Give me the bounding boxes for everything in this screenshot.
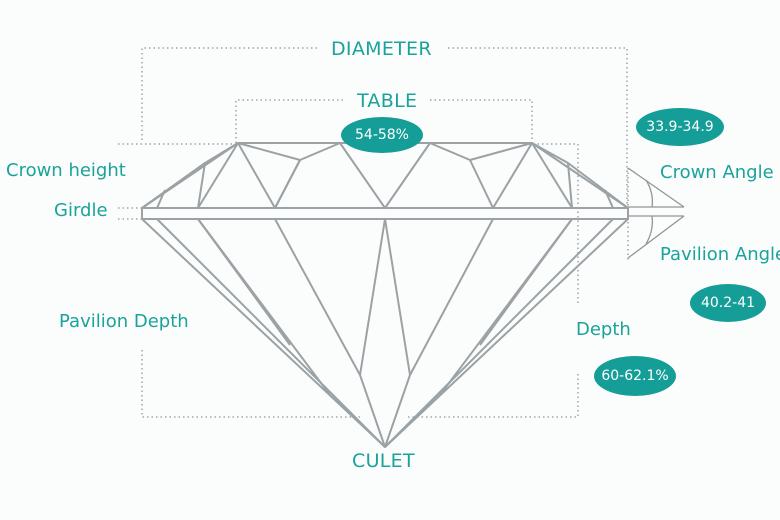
girdle-band: [141, 207, 629, 220]
crown-facet: [197, 162, 206, 209]
pavilion-facet: [479, 218, 573, 346]
dimension-guides: [118, 47, 628, 418]
crown-angle-label: Crown Angle: [660, 162, 774, 183]
table-value-badge: 54-58%: [341, 117, 423, 153]
crown-facet: [604, 189, 614, 209]
pavilion-facet: [384, 218, 614, 448]
pavilion-outline: [141, 218, 629, 448]
crown-facet: [492, 142, 573, 209]
crown-angle-ray: [627, 167, 685, 208]
pavilion-facet: [384, 218, 573, 448]
pavilion-facet: [274, 218, 386, 448]
pavilion-angle-ray: [627, 215, 685, 259]
pavilion-facet: [384, 218, 494, 448]
pavilion-facet: [197, 218, 386, 448]
pavilion-angle-label: Pavilion Angle: [660, 244, 780, 265]
diameter-guide-left: [141, 47, 320, 140]
depth-label: Depth: [576, 319, 631, 340]
crown-angle-value-badge: 33.9-34.9: [636, 108, 724, 146]
pavilion-guide-left: [141, 350, 360, 418]
table-guide-right: [430, 99, 533, 143]
depth-value-badge: 60-62.1%: [594, 356, 676, 396]
pavilion-facet: [384, 218, 411, 376]
crown-facet: [274, 159, 301, 209]
crown-height-label: Crown height: [6, 160, 126, 181]
table-guide-left: [235, 99, 343, 143]
depth-guide-bottom: [408, 372, 579, 418]
table-label: TABLE: [357, 90, 418, 112]
pavilion-depth-label: Pavilion Depth: [59, 311, 189, 332]
pavilion-facet: [359, 218, 386, 376]
crown-facet: [156, 189, 166, 209]
diameter-label: DIAMETER: [331, 38, 432, 60]
pavilion-angle-value-badge: 40.2-41: [690, 284, 766, 322]
pavilion-facet: [197, 218, 291, 346]
crown-angle-arc: [645, 179, 654, 208]
diameter-guide-right: [448, 47, 628, 206]
girdle-label: Girdle: [54, 200, 108, 221]
pavilion-facet: [156, 218, 386, 448]
crown-facet: [469, 142, 533, 209]
pavilion-angle-arc: [645, 215, 654, 245]
crown-facet: [384, 142, 471, 209]
crown-facet: [197, 142, 276, 209]
crown-facet: [299, 142, 386, 209]
diamond-facets: [141, 142, 629, 448]
culet-label: CULET: [352, 450, 415, 472]
crown-facet: [567, 162, 573, 209]
